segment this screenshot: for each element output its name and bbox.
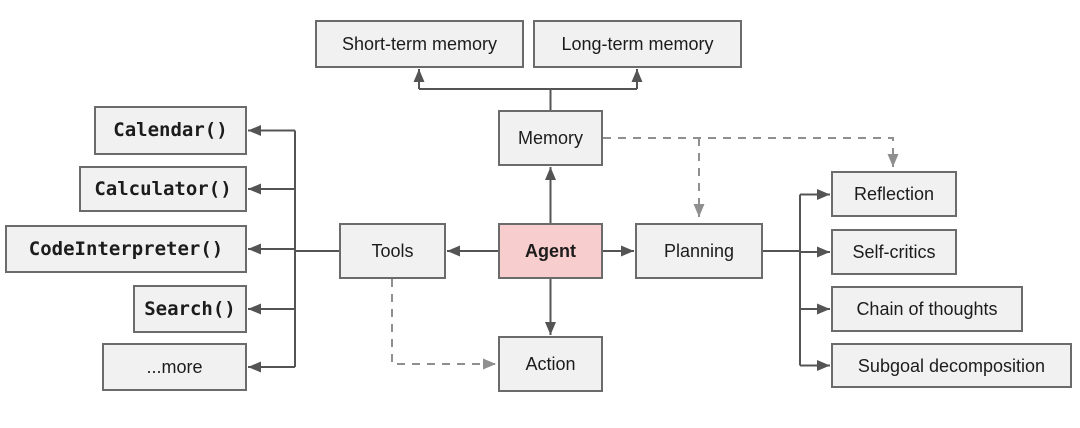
node-tool-calendar-label: Calendar() <box>113 119 228 141</box>
edge-tools-action-dashed <box>391 279 496 370</box>
node-long-term-memory-label: Long-term memory <box>561 34 714 54</box>
node-chain-of-thoughts: Chain of thoughts <box>831 286 1023 332</box>
edge-memory-reflection-dashed <box>603 137 899 167</box>
node-chain-of-thoughts-label: Chain of thoughts <box>856 299 998 319</box>
node-self-critics-label: Self-critics <box>852 242 936 262</box>
node-tool-search: Search() <box>133 285 247 333</box>
node-planning-label: Planning <box>663 241 735 261</box>
node-memory: Memory <box>498 110 603 166</box>
node-memory-label: Memory <box>517 128 583 148</box>
node-long-term-memory: Long-term memory <box>533 20 742 68</box>
node-action-label: Action <box>525 354 576 374</box>
node-tools-label: Tools <box>371 241 414 261</box>
node-tool-codeinterpreter-label: CodeInterpreter() <box>28 237 224 260</box>
node-tools: Tools <box>339 223 446 279</box>
node-planning: Planning <box>635 223 763 279</box>
node-tool-calculator: Calculator() <box>79 166 247 212</box>
node-tool-search-label: Search() <box>144 297 236 320</box>
node-short-term-memory: Short-term memory <box>315 20 524 68</box>
node-tool-more-label: ...more <box>146 357 203 377</box>
node-agent: Agent <box>498 223 603 279</box>
dashed-connectors <box>391 137 899 370</box>
solid-connectors <box>248 69 830 373</box>
node-tool-codeinterpreter: CodeInterpreter() <box>5 225 247 273</box>
node-tool-calendar: Calendar() <box>94 106 247 155</box>
node-short-term-memory-label: Short-term memory <box>341 34 498 54</box>
node-agent-label: Agent <box>525 241 576 261</box>
node-tool-more: ...more <box>102 343 247 391</box>
node-subgoal-decomposition: Subgoal decomposition <box>831 343 1072 388</box>
node-tool-calculator-label: Calculator() <box>94 177 232 200</box>
node-action: Action <box>498 336 603 392</box>
node-subgoal-decomposition-label: Subgoal decomposition <box>857 355 1046 376</box>
node-reflection-label: Reflection <box>853 184 935 204</box>
node-self-critics: Self-critics <box>831 229 957 275</box>
node-reflection: Reflection <box>831 171 957 217</box>
